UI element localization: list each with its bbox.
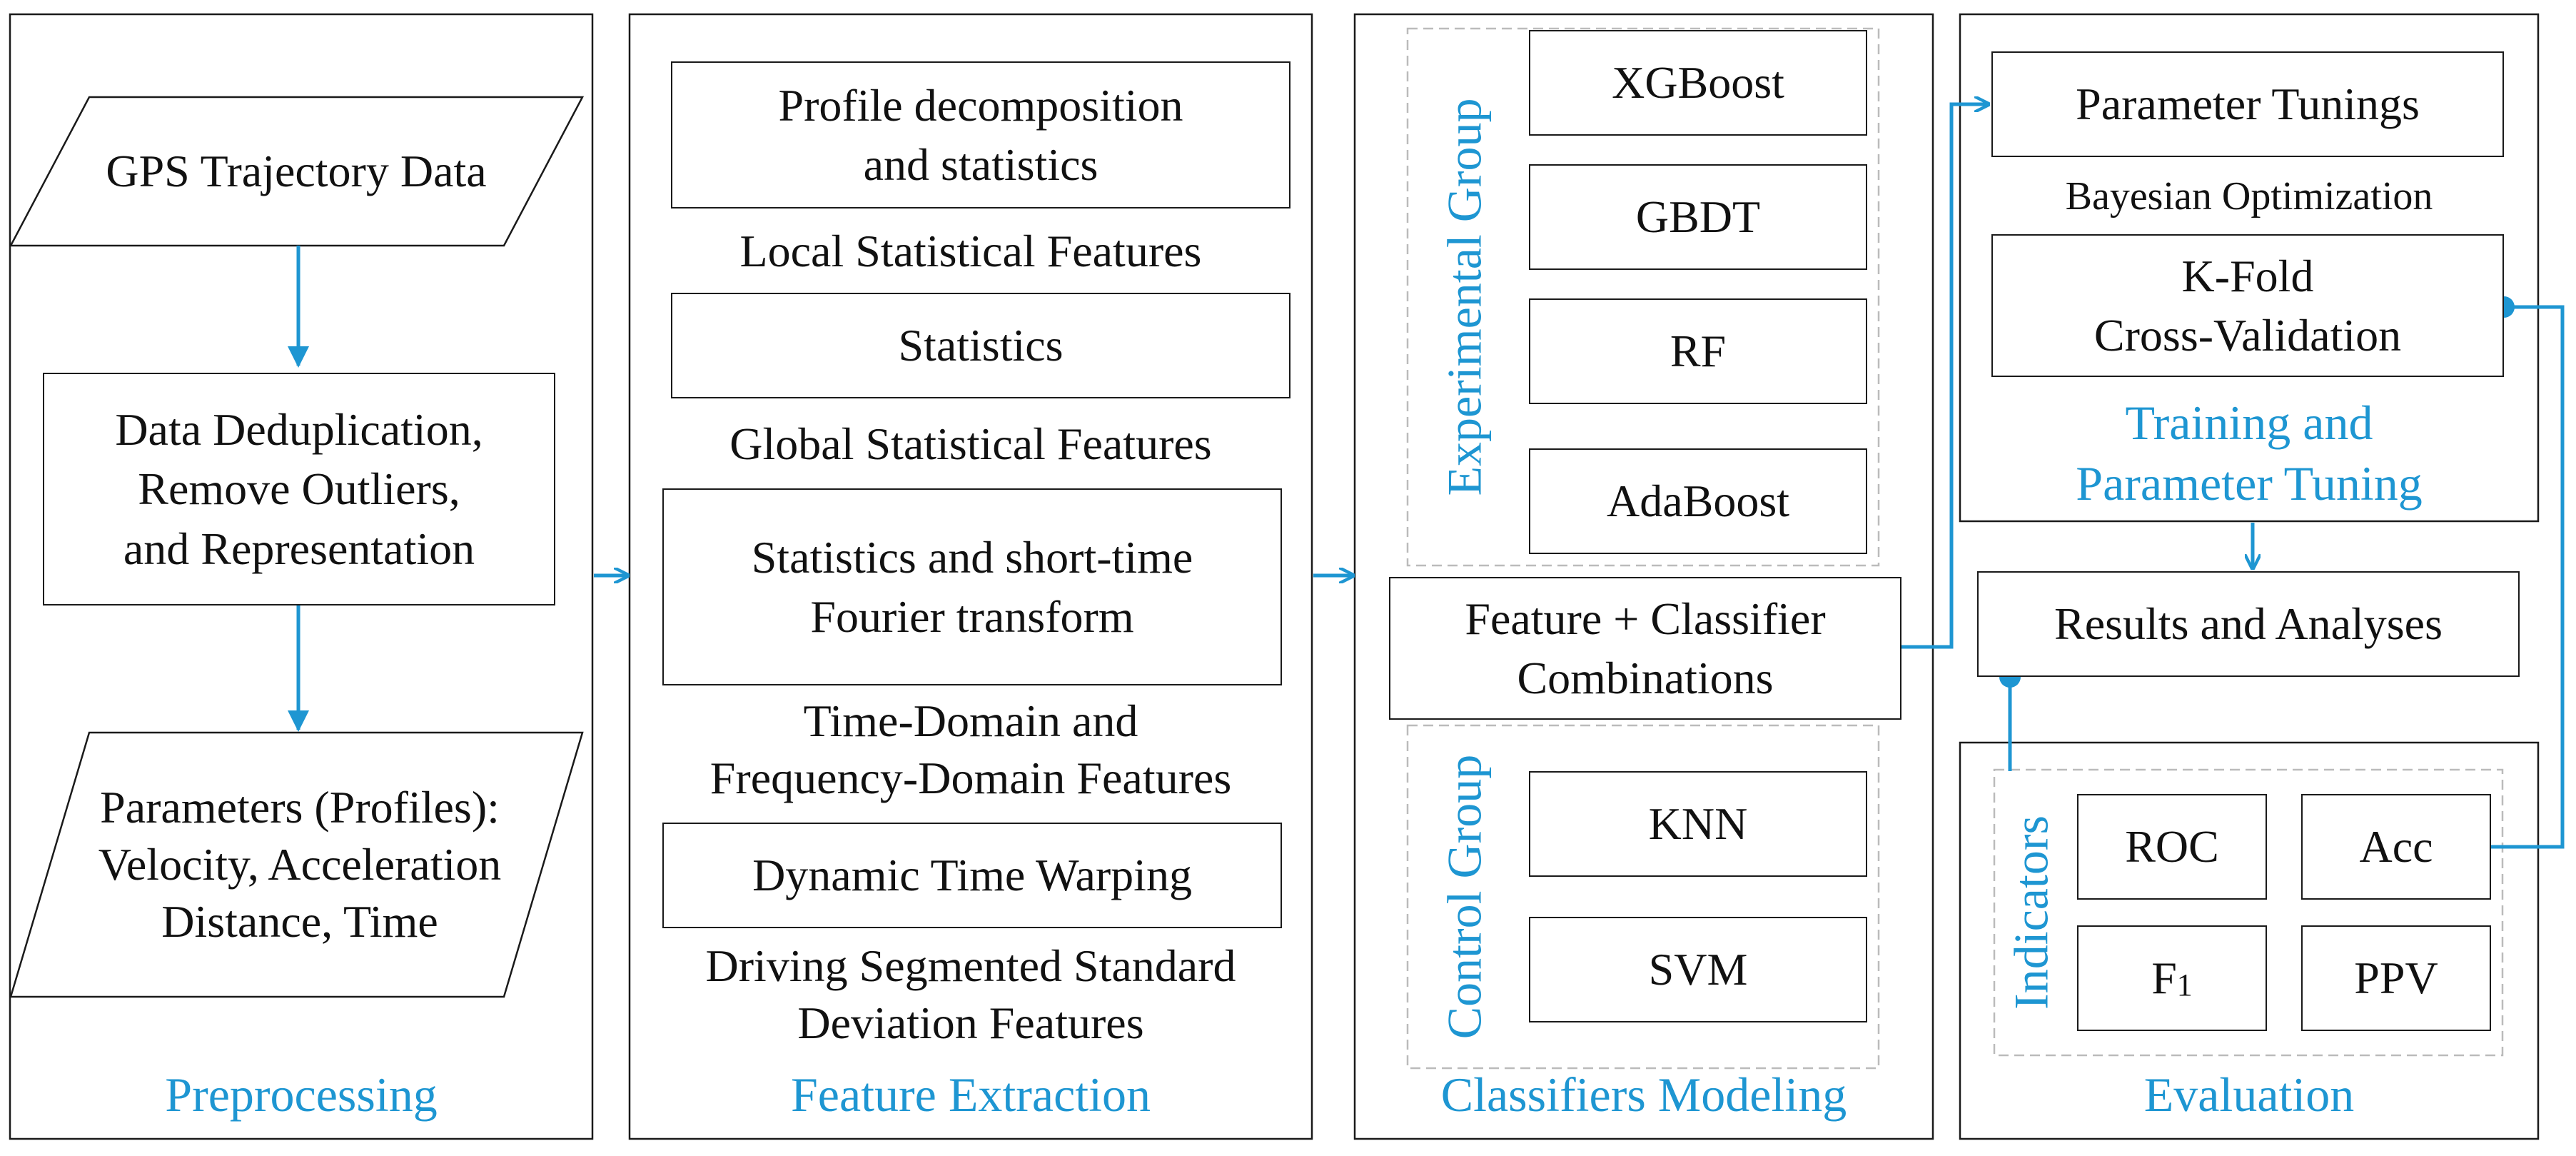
- classifier-adaboost: AdaBoost: [1529, 448, 1867, 554]
- parameters-label: Parameters (Profiles): Velocity, Acceler…: [29, 733, 571, 997]
- tf-method-line-1: Statistics and short-time: [751, 531, 1193, 583]
- dtw-features-label: Driving Segmented Standard Deviation Fea…: [630, 928, 1312, 1061]
- panel-training: [1959, 13, 2540, 523]
- kfold-box: K-Fold Cross-Validation: [1991, 234, 2504, 377]
- classifier-knn: KNN: [1529, 771, 1867, 877]
- dtw-features-line-1: Driving Segmented Standard: [705, 940, 1236, 991]
- local-method-line-1: Profile decomposition: [778, 79, 1183, 131]
- gps-input-shape: [9, 96, 585, 247]
- classifier-gbdt: GBDT: [1529, 164, 1867, 270]
- kfold-line-2: Cross-Validation: [2093, 310, 2402, 361]
- cleaning-box: Data Deduplication, Remove Outliers, and…: [43, 373, 555, 605]
- parameter-tuning-box: Parameter Tunings: [1991, 51, 2504, 157]
- local-method-line-2: and statistics: [863, 139, 1098, 190]
- cleaning-line-3: and Representation: [123, 523, 475, 574]
- experimental-group-label: Experimental Group: [1437, 98, 1492, 496]
- combination-line-2: Combinations: [1517, 653, 1774, 703]
- tf-features-label: Time-Domain and Frequency-Domain Feature…: [630, 685, 1312, 814]
- classifier-xgboost: XGBoost: [1529, 30, 1867, 136]
- indicator-acc: Acc: [2301, 794, 2491, 900]
- training-line-2: Parameter Tuning: [2076, 456, 2423, 511]
- dtw-features-line-2: Deviation Features: [797, 997, 1144, 1048]
- parameters-line-1: Parameters (Profiles):: [100, 782, 500, 833]
- parameters-shape: [9, 731, 584, 998]
- gps-trajectory-data-label: GPS Trajectory Data: [106, 146, 487, 196]
- connector-acc-to-kfold: [2491, 305, 2565, 849]
- parameters-line-2: Velocity, Acceleration: [98, 839, 502, 890]
- classifier-svm: SVM: [1529, 917, 1867, 1022]
- tf-features-line-2: Frequency-Domain Features: [709, 753, 1232, 803]
- kfold-line-1: K-Fold: [2181, 250, 2314, 301]
- tf-method-line-2: Fourier transform: [810, 591, 1134, 642]
- indicator-roc: ROC: [2077, 794, 2267, 900]
- panel-evaluation: [1959, 741, 2540, 1140]
- indicator-ppv: PPV: [2301, 925, 2491, 1031]
- control-group-frame: [1406, 724, 1880, 1070]
- arrow-combination-to-tuning: [1901, 104, 1989, 649]
- indicators-frame: [1993, 768, 2504, 1057]
- parameters-line-3: Distance, Time: [161, 896, 438, 947]
- cleaning-line-1: Data Deduplication,: [115, 404, 483, 456]
- f1-letter: F: [2151, 953, 2177, 1004]
- training-label: Training and Parameter Tuning: [1960, 386, 2538, 521]
- indicators-label: Indicators: [2004, 815, 2059, 1010]
- local-method-box: Profile decomposition and statistics: [671, 61, 1290, 208]
- combination-box: Feature + Classifier Combinations: [1389, 577, 1901, 720]
- stage-label-classifiers-modeling: Classifiers Modeling: [1440, 1067, 1847, 1122]
- local-features-label: Local Statistical Features: [739, 226, 1202, 276]
- stage-label-preprocessing: Preprocessing: [165, 1067, 438, 1122]
- stage-label-feature-extraction: Feature Extraction: [790, 1067, 1151, 1122]
- control-group-label: Control Group: [1437, 754, 1492, 1040]
- tf-method-box: Statistics and short-time Fourier transf…: [662, 488, 1282, 685]
- global-method-box: Statistics: [671, 293, 1290, 398]
- classifier-rf: RF: [1529, 298, 1867, 404]
- tf-features-line-1: Time-Domain and: [803, 695, 1138, 746]
- combination-line-1: Feature + Classifier: [1465, 593, 1826, 644]
- cleaning-line-2: Remove Outliers,: [138, 463, 460, 515]
- experimental-group-frame: [1406, 27, 1880, 567]
- f1-subscript: 1: [2176, 967, 2193, 1003]
- training-line-1: Training and: [2125, 396, 2373, 450]
- global-features-label: Global Statistical Features: [729, 418, 1212, 469]
- bayesian-optimization-label: Bayesian Optimization: [2065, 174, 2433, 218]
- panel-preprocessing: [9, 13, 594, 1140]
- results-box: Results and Analyses: [1977, 571, 2520, 677]
- stage-label-evaluation: Evaluation: [2143, 1067, 2355, 1122]
- dtw-method-box: Dynamic Time Warping: [662, 823, 1282, 928]
